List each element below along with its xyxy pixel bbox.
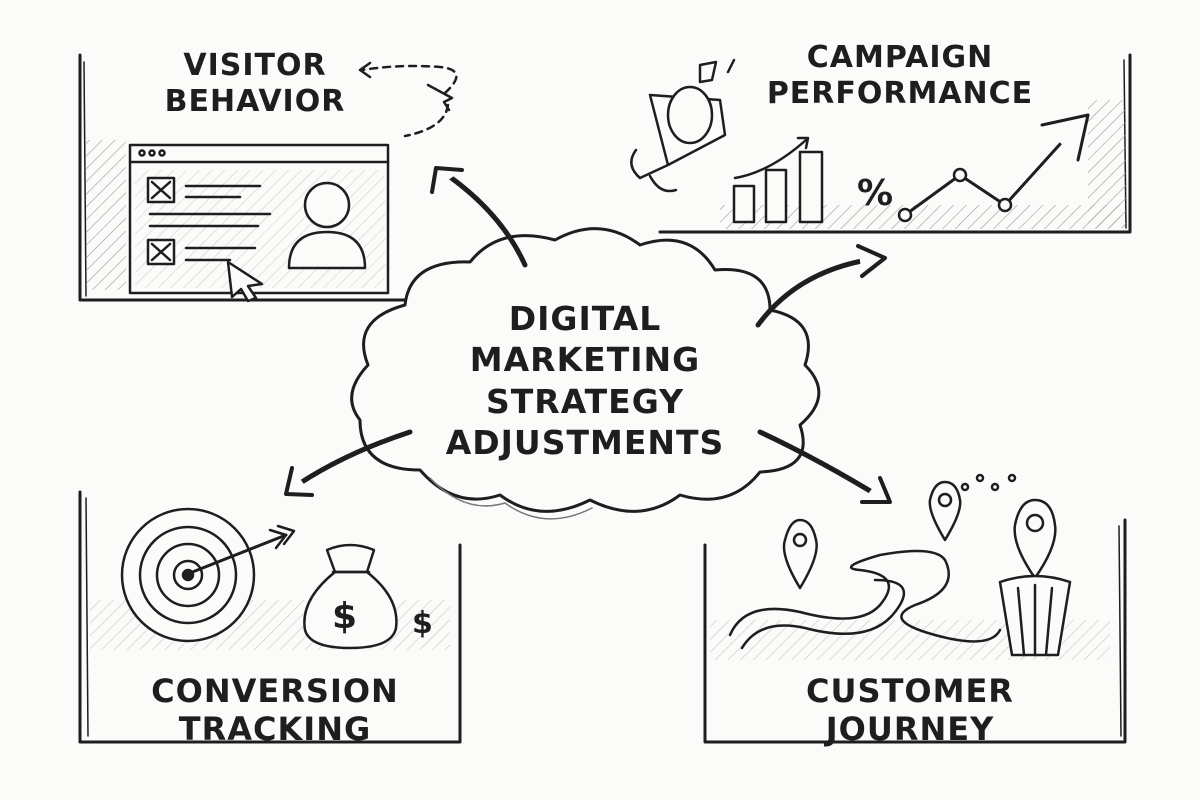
browser-window-icon	[128, 143, 390, 295]
arrow-to-campaign-performance	[755, 244, 887, 328]
text-lines-icon	[148, 184, 272, 262]
center-cloud-shape	[350, 227, 821, 520]
center-topic-line: STRATEGY	[486, 381, 684, 421]
money-bag-icon: $	[303, 543, 398, 650]
conversion-tracking-line: CONVERSION	[151, 672, 399, 710]
center-topic-line: DIGITAL	[508, 299, 662, 338]
winding-path-icon	[728, 549, 1002, 650]
arrow-in-target-icon	[188, 524, 296, 575]
cursor-icon	[226, 260, 264, 303]
campaign-performance-panel: %	[630, 53, 1132, 234]
checkbox-icon	[146, 176, 176, 266]
dots-trail-icon	[960, 473, 1017, 492]
user-avatar-icon	[287, 181, 367, 270]
visitor-behavior-line: VISITOR	[183, 48, 327, 83]
arrow-to-conversion-tracking	[284, 429, 413, 497]
svg-text:$: $	[332, 596, 357, 637]
dashed-loop-arrow-icon	[358, 61, 458, 138]
customer-journey-line: CUSTOMER	[806, 672, 1014, 710]
target-icon	[120, 507, 256, 643]
visitor-behavior-label: VISITOR BEHAVIOR	[130, 48, 380, 120]
visitor-behavior-line: BEHAVIOR	[164, 84, 346, 119]
customer-journey-label: CUSTOMER JOURNEY	[760, 672, 1060, 749]
customer-journey-line: JOURNEY	[825, 710, 995, 749]
pedestal-icon	[998, 574, 1072, 657]
conversion-tracking-label: CONVERSION TRACKING	[125, 672, 425, 749]
campaign-performance-label: CAMPAIGN PERFORMANCE	[745, 40, 1055, 112]
location-pin-icon	[782, 480, 1057, 590]
customer-journey-panel	[703, 473, 1127, 744]
megaphone-icon	[630, 58, 736, 193]
center-topic-line: MARKETING	[469, 340, 701, 380]
bar-chart-icon	[732, 136, 824, 224]
percent-glyph: %	[857, 173, 893, 214]
campaign-performance-line: CAMPAIGN	[806, 40, 994, 75]
center-topic-line: ADJUSTMENTS	[445, 422, 725, 462]
conversion-tracking-line: TRACKING	[178, 710, 372, 749]
arrow-to-visitor-behavior	[430, 166, 528, 268]
visitor-behavior-panel	[78, 53, 458, 303]
dollar-glyph: $	[412, 606, 433, 641]
arrow-to-customer-journey	[757, 429, 892, 504]
trend-line-arrow-icon	[897, 113, 1090, 223]
center-topic-label: DIGITAL MARKETING STRATEGY ADJUSTMENTS	[395, 298, 775, 463]
campaign-performance-line: PERFORMANCE	[766, 76, 1034, 111]
conversion-tracking-panel: $ $	[78, 490, 462, 744]
